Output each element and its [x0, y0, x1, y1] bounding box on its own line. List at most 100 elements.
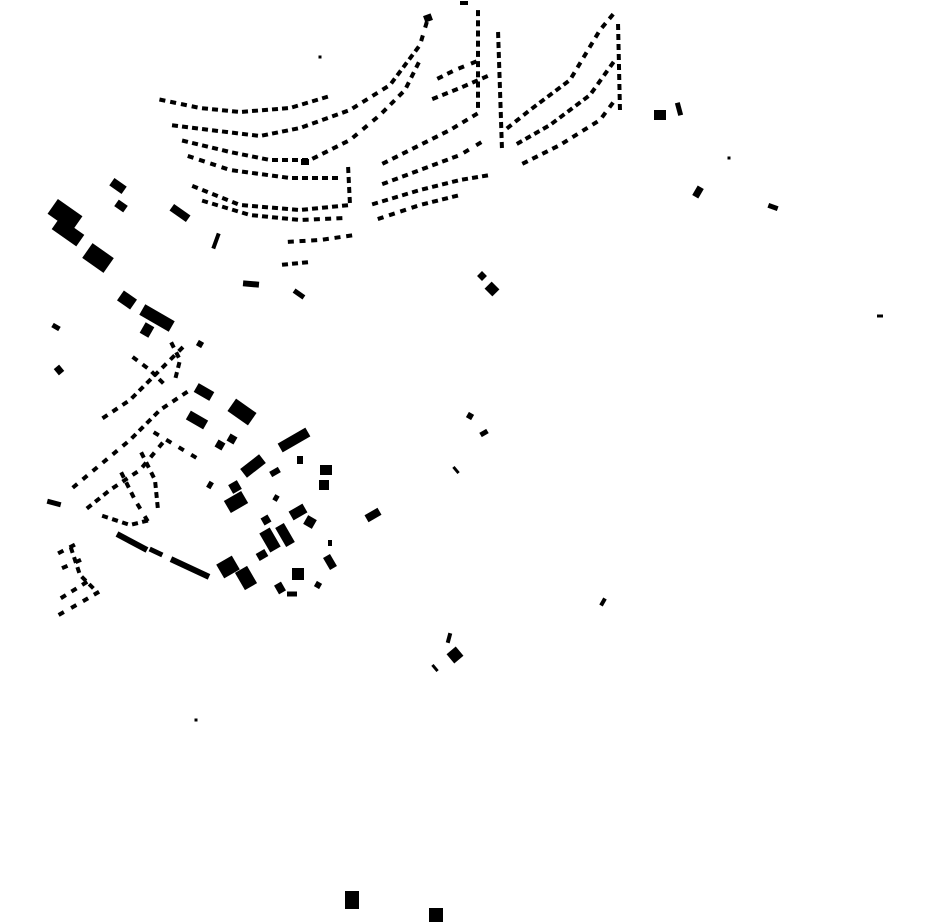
- building: [476, 30, 480, 37]
- building: [261, 204, 269, 210]
- building: [148, 546, 164, 558]
- building: [71, 482, 79, 490]
- building: [231, 200, 239, 206]
- building: [241, 210, 249, 217]
- building: [476, 91, 480, 98]
- building: [311, 97, 319, 104]
- building: [320, 465, 332, 475]
- building: [139, 304, 175, 332]
- building: [476, 81, 480, 88]
- building: [397, 90, 405, 98]
- building: [259, 527, 281, 553]
- building: [221, 148, 229, 154]
- building: [221, 196, 229, 202]
- building: [291, 261, 299, 266]
- building: [328, 540, 332, 546]
- building: [177, 345, 185, 353]
- building: [51, 217, 85, 247]
- building: [144, 461, 151, 469]
- building: [413, 45, 421, 53]
- building: [562, 79, 570, 87]
- building: [496, 51, 501, 59]
- building: [607, 12, 615, 21]
- building: [211, 107, 219, 112]
- building: [513, 116, 522, 124]
- building: [566, 106, 574, 114]
- building: [223, 490, 249, 514]
- building: [271, 130, 279, 136]
- building: [194, 718, 198, 722]
- building: [461, 82, 469, 89]
- building: [131, 355, 139, 363]
- building: [154, 491, 159, 499]
- building: [541, 149, 549, 156]
- building: [471, 78, 479, 85]
- building: [496, 31, 501, 39]
- building: [322, 176, 328, 180]
- building: [371, 200, 379, 207]
- building: [361, 124, 369, 131]
- building: [522, 109, 530, 117]
- building: [587, 41, 595, 49]
- building: [593, 31, 601, 39]
- building: [381, 180, 389, 187]
- building: [607, 101, 615, 109]
- building: [542, 124, 550, 131]
- building: [395, 69, 403, 77]
- building: [209, 161, 217, 168]
- building: [277, 427, 311, 453]
- building: [81, 580, 89, 587]
- building: [431, 161, 439, 168]
- building: [371, 91, 379, 98]
- building: [431, 663, 439, 673]
- building: [301, 260, 309, 265]
- building: [476, 50, 480, 57]
- building: [497, 71, 502, 79]
- building: [600, 111, 608, 119]
- building: [321, 94, 329, 101]
- building: [157, 441, 165, 449]
- building: [201, 188, 209, 194]
- building: [391, 176, 399, 183]
- building: [216, 555, 240, 579]
- building: [227, 398, 257, 426]
- building: [457, 64, 465, 71]
- building: [602, 69, 609, 77]
- building: [299, 238, 306, 244]
- building: [380, 107, 388, 115]
- building: [173, 371, 179, 379]
- building: [231, 109, 239, 114]
- building: [291, 103, 299, 110]
- building: [574, 100, 582, 108]
- building: [142, 515, 150, 523]
- building: [177, 445, 185, 453]
- building: [515, 139, 523, 146]
- building: [241, 152, 249, 158]
- building: [364, 507, 382, 523]
- building: [102, 489, 110, 497]
- building: [451, 123, 459, 131]
- building: [498, 101, 503, 109]
- building: [241, 169, 249, 175]
- building: [411, 144, 419, 151]
- building: [198, 157, 206, 164]
- building: [429, 908, 443, 922]
- building: [220, 165, 228, 171]
- building: [101, 513, 109, 520]
- building: [274, 581, 286, 595]
- building: [436, 74, 444, 81]
- building: [137, 385, 145, 393]
- building: [470, 59, 478, 66]
- building: [201, 106, 209, 111]
- building: [92, 590, 101, 597]
- building: [272, 494, 280, 502]
- building: [550, 118, 558, 126]
- building: [75, 566, 82, 574]
- building: [150, 370, 158, 378]
- building: [521, 159, 529, 166]
- building: [211, 145, 219, 152]
- building: [533, 129, 541, 136]
- building: [451, 178, 459, 184]
- building: [345, 891, 359, 909]
- building: [291, 217, 299, 222]
